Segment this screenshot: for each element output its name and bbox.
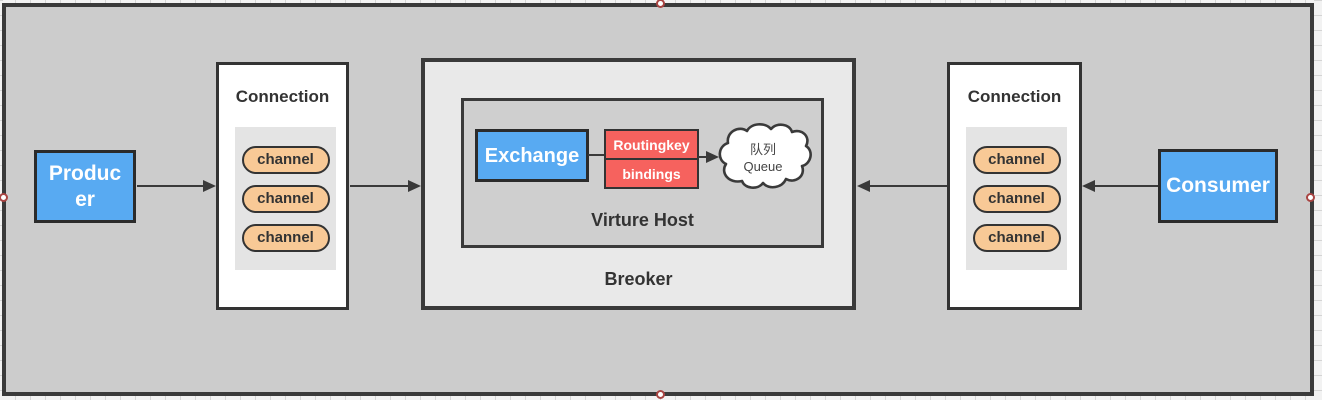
- selection-handle-right[interactable]: [1306, 193, 1315, 202]
- channel-label: channel: [988, 190, 1045, 207]
- producer-label: Producer: [48, 161, 122, 211]
- queue-label-en: Queue: [743, 158, 783, 174]
- queue-label-cn: 队列: [749, 141, 776, 157]
- arrow-consumer-to-connection-head: [1082, 180, 1095, 192]
- routingkey-cell: Routingkey: [613, 136, 690, 153]
- arrow-routing-to-queue-head: [706, 151, 719, 163]
- connector-exchange-to-routing[interactable]: [588, 154, 605, 156]
- connection-right-title: Connection: [967, 87, 1062, 106]
- channel-label: channel: [257, 229, 314, 246]
- arrow-routing-to-queue-line[interactable]: [698, 156, 709, 158]
- consumer-node[interactable]: Consumer: [1158, 149, 1278, 223]
- arrow-connection-to-broker-right-head: [857, 180, 870, 192]
- routing-node[interactable]: Routingkey bindings: [604, 129, 699, 189]
- arrow-connection-to-broker-line[interactable]: [350, 185, 409, 187]
- exchange-label: Exchange: [484, 144, 580, 167]
- cloud-icon: [718, 123, 812, 189]
- connection-right-node[interactable]: Connection channel channel channel: [947, 62, 1082, 310]
- bindings-cell: bindings: [606, 158, 697, 187]
- virtual-host-label: Virture Host: [591, 210, 694, 230]
- channel-label: channel: [257, 151, 314, 168]
- connection-left-title: Connection: [235, 87, 330, 106]
- connection-left-node[interactable]: Connection channel channel channel: [216, 62, 349, 310]
- queue-cloud-node[interactable]: 队列 Queue: [714, 120, 812, 195]
- channel-label: channel: [988, 229, 1045, 246]
- channel-pill[interactable]: channel: [972, 184, 1061, 213]
- channel-pill[interactable]: channel: [241, 145, 330, 174]
- arrow-connection-to-broker-right-line[interactable]: [869, 185, 947, 187]
- connection-left-channel-panel: channel channel channel: [235, 127, 336, 270]
- producer-node[interactable]: Producer: [34, 150, 136, 223]
- channel-label: channel: [257, 190, 314, 207]
- selection-handle-bottom[interactable]: [656, 390, 665, 399]
- channel-pill[interactable]: channel: [241, 184, 330, 213]
- exchange-node[interactable]: Exchange: [475, 129, 589, 182]
- channel-pill[interactable]: channel: [972, 145, 1061, 174]
- channel-label: channel: [988, 151, 1045, 168]
- selection-handle-left[interactable]: [0, 193, 8, 202]
- channel-pill[interactable]: channel: [241, 223, 330, 252]
- arrow-connection-to-broker-head: [408, 180, 421, 192]
- connection-right-channel-panel: channel channel channel: [966, 127, 1067, 270]
- channel-pill[interactable]: channel: [972, 223, 1061, 252]
- consumer-label: Consumer: [1166, 174, 1270, 197]
- ruler-right: [1314, 0, 1322, 400]
- arrow-consumer-to-connection-line[interactable]: [1094, 185, 1158, 187]
- broker-label: Breoker: [604, 269, 673, 289]
- arrow-producer-to-connection-line[interactable]: [137, 185, 204, 187]
- queue-label: 队列 Queue: [714, 120, 812, 195]
- arrow-producer-to-connection-head: [203, 180, 216, 192]
- selection-handle-top[interactable]: [656, 0, 665, 8]
